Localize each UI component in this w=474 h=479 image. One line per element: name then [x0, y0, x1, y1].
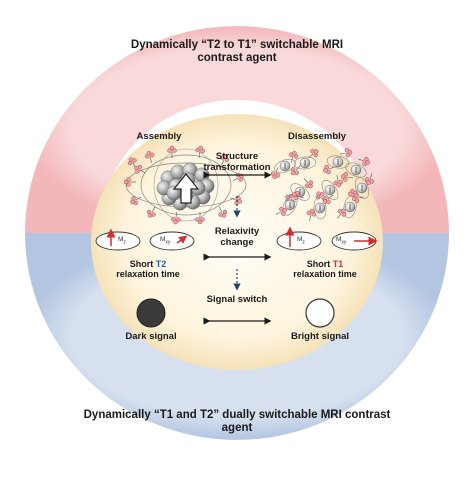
right-mz-oval: [276, 231, 322, 251]
ligand-molecule-icon: [195, 145, 205, 158]
ligand-molecule-icon: [130, 196, 142, 206]
ligand-molecule-icon: [306, 208, 317, 221]
ligand-molecule-icon: [340, 172, 354, 182]
dispersed-nanoparticle: [313, 196, 327, 220]
dispersed-nanoparticle: [326, 155, 350, 169]
ligand-molecule-icon: [340, 148, 353, 158]
ligand-molecule-icon: [167, 145, 177, 158]
ligand-molecule-icon: [336, 208, 347, 219]
ligand-molecule-icon: [358, 156, 370, 167]
title-bottom: Dynamically “T1 and T2” dually switchabl…: [83, 409, 391, 435]
right-mxy-label: Mxy: [336, 236, 347, 246]
left-mxy-oval: [149, 231, 195, 251]
ligand-molecule-icon: [134, 164, 146, 174]
title-top: Dynamically “T2 to T1” switchable MRI co…: [130, 39, 344, 65]
assembly-label: Assembly: [136, 131, 182, 142]
step-signal-switch: Signal switch: [206, 294, 268, 305]
left-relaxation-label: Short T2 relaxation time: [116, 259, 180, 280]
t1-highlight: T1: [332, 259, 344, 269]
ligand-molecule-icon: [323, 164, 335, 175]
ligand-molecule-icon: [351, 193, 364, 203]
left-mxy-arrow-icon: [176, 235, 188, 244]
step-structure-transformation: Structure transformation: [203, 151, 271, 173]
bright-signal-label: Bright signal: [290, 331, 350, 342]
ligand-molecule-icon: [333, 175, 343, 188]
ligand-molecule-icon: [303, 178, 314, 189]
magnetization-arrow: [172, 173, 200, 204]
ligand-molecule-icon: [292, 190, 304, 201]
disassembly-label: Disassembly: [287, 131, 347, 142]
right-mz-label: Mz: [297, 236, 305, 246]
left-mz-label: Mz: [118, 236, 126, 246]
ligand-molecule-icon: [146, 206, 156, 218]
ligand-molecule-icon: [364, 173, 375, 185]
ring-top-half: [25, 26, 449, 234]
bright-signal-circle: [305, 298, 335, 328]
ligand-molecule-icon: [127, 157, 137, 169]
ligand-molecule-icon: [218, 206, 228, 218]
ligand-molecule-icon: [195, 212, 205, 225]
right-relaxation-label: Short T1 relaxation time: [293, 259, 357, 280]
dispersed-nanoparticle: [282, 194, 298, 216]
dispersed-nanoparticle: [354, 177, 370, 199]
dispersed-nanoparticle: [343, 195, 357, 219]
assembly-cluster: [123, 145, 247, 225]
dark-signal-label: Dark signal: [125, 331, 177, 342]
t2-highlight: T2: [155, 259, 167, 269]
ligand-molecule-icon: [171, 211, 181, 225]
dispersed-nanoparticle: [345, 162, 367, 178]
ligand-molecule-icon: [275, 206, 287, 216]
left-mxy-label: Mxy: [160, 236, 171, 246]
dispersed-nanoparticle: [293, 156, 317, 170]
ligand-molecule-icon: [220, 154, 230, 166]
dispersed-nanoparticle: [274, 158, 296, 174]
dark-signal-circle: [136, 298, 166, 328]
ring-bottom-half: [25, 233, 449, 440]
ligand-molecule-icon: [123, 177, 136, 187]
dispersed-nanoparticle: [321, 180, 339, 200]
ligand-molecule-icon: [288, 151, 299, 163]
step-relaxivity-change: Relaxivity change: [214, 226, 260, 248]
disassembly-particles: [270, 148, 375, 221]
ligand-molecule-icon: [290, 165, 301, 176]
ligand-molecule-icon: [322, 194, 333, 205]
ligand-molecule-icon: [308, 148, 319, 159]
ligand-molecule-icon: [144, 150, 155, 163]
